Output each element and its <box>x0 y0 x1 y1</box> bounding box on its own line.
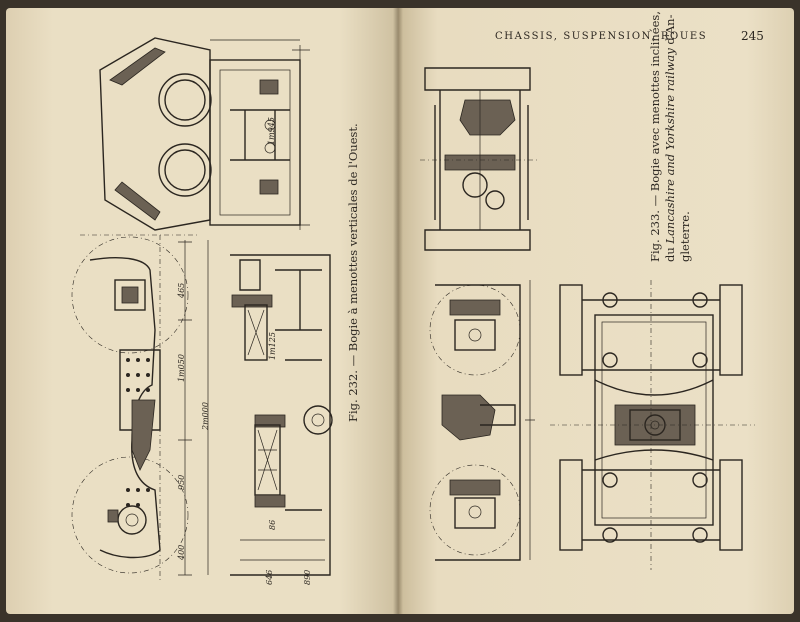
running-head: CHASSIS, SUSPENSION, ROUES <box>495 31 708 42</box>
dimension-label-d125: 1m125 <box>268 332 277 360</box>
figure-232-caption: Fig. 232. — Bogie à menottes verticales … <box>346 123 360 422</box>
dimension-label-d890: 890 <box>303 570 312 585</box>
fig232-cross-section: 1m945 <box>99 37 310 231</box>
fig233-elevation <box>429 280 535 561</box>
dimension-label-d86: 86 <box>268 520 277 530</box>
dimension-label-d950: 950 <box>177 475 186 490</box>
left-page <box>6 8 398 614</box>
book-gutter <box>393 8 403 614</box>
page-number: 245 <box>741 29 764 43</box>
fig233-top-view <box>420 67 540 251</box>
dimension-label-d646: 646 <box>265 570 274 585</box>
dimension-label-d2000: 2m000 <box>201 402 210 431</box>
dimension-label-d400: 400 <box>177 545 186 561</box>
fig232-side-elevation: 465 1m050 2m000 950 400 <box>71 234 210 580</box>
dimension-label-d945: 1m945 <box>267 117 276 145</box>
figure-232-drawing: 1m945 465 1m050 <box>71 37 333 585</box>
fig233-plan-view <box>550 280 755 570</box>
figure-233-drawing <box>420 67 755 570</box>
dimension-label-d465: 465 <box>177 283 186 299</box>
fig232-longitudinal-section: 1m125 86 646 890 <box>230 254 333 585</box>
dimension-label-d1050: 1m050 <box>177 354 186 382</box>
caption-line2-suffix: d'An- <box>663 14 677 49</box>
